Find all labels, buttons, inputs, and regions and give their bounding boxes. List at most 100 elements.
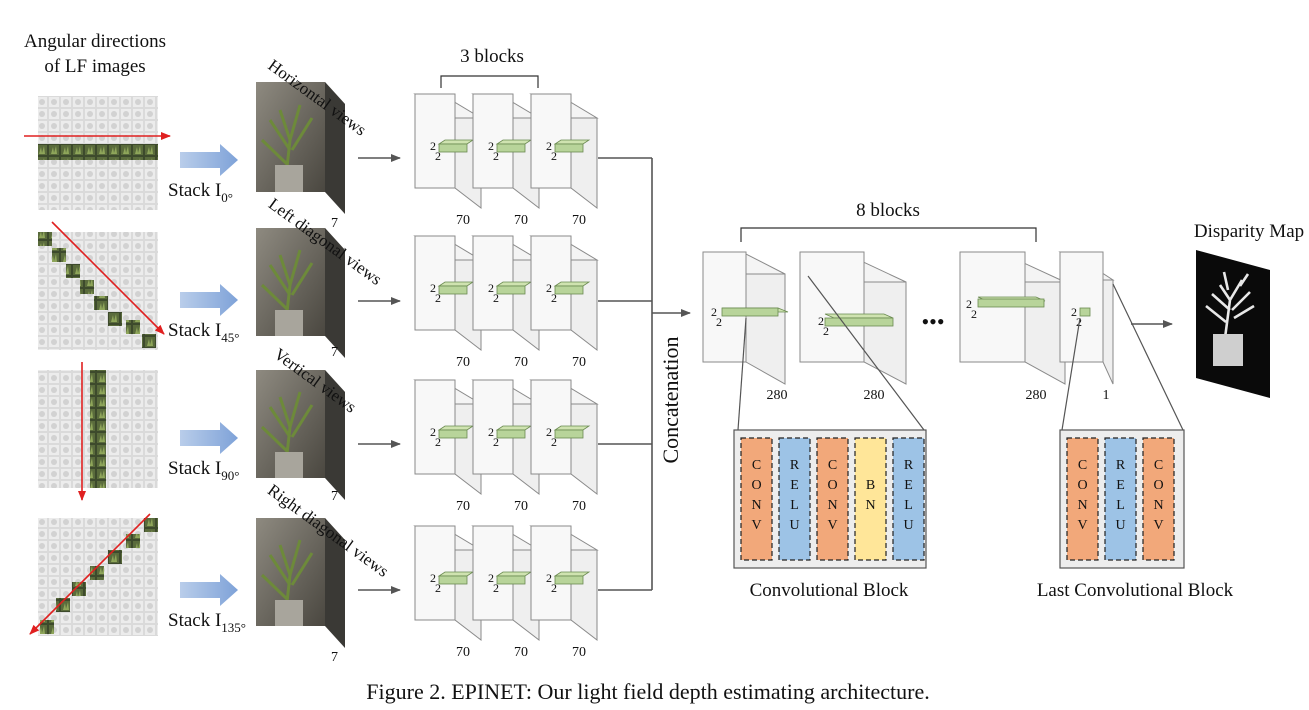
- three-blocks-label: 3 blocks: [460, 46, 524, 67]
- kernel-label: 2: [823, 324, 829, 338]
- channel-label: 70: [514, 645, 528, 660]
- layer-letter: R: [790, 458, 800, 473]
- ellipsis: •••: [921, 309, 944, 334]
- layer-letter: N: [751, 498, 761, 513]
- channel-label: 70: [572, 355, 586, 370]
- layer-letter: N: [1153, 498, 1163, 513]
- channel-label: 70: [456, 499, 470, 514]
- kernel-label: 2: [551, 149, 557, 163]
- input-stack-horizontal: [256, 82, 345, 214]
- layer-letter: C: [1154, 458, 1163, 473]
- stream-left-diagonal: Stack I45° Left diagonal views 7: [38, 194, 401, 360]
- kernel-label: 2: [430, 281, 436, 295]
- channel-label: 280: [864, 388, 885, 403]
- depth-label: 7: [331, 489, 338, 504]
- layer-letter: O: [751, 478, 761, 493]
- kernel-label: 2: [430, 571, 436, 585]
- channel-label: 70: [514, 355, 528, 370]
- merged-block-2: 2 2 280: [799, 251, 907, 403]
- stack-label-45: Stack I45°: [168, 320, 240, 345]
- conv-block-label: Convolutional Block: [750, 580, 909, 601]
- channel-label: 70: [572, 645, 586, 660]
- kernel-label: 2: [430, 425, 436, 439]
- kernel-label: 2: [546, 281, 552, 295]
- figure-caption: Figure 2. EPINET: Our light field depth …: [366, 679, 929, 704]
- layer-letter: V: [827, 518, 837, 533]
- kernel-label: 2: [546, 571, 552, 585]
- layer-letter: E: [1116, 478, 1125, 493]
- layer-letter: N: [1077, 498, 1087, 513]
- channel-label: 70: [572, 499, 586, 514]
- layer-letter: E: [790, 478, 799, 493]
- layer-letter: O: [1153, 478, 1163, 493]
- conv-feature-block: 22 70: [529, 525, 599, 660]
- layer-letter: L: [790, 498, 799, 513]
- layer-letter: O: [827, 478, 837, 493]
- kernel-label: 2: [711, 305, 717, 319]
- title-line-1: Angular directions: [24, 31, 166, 52]
- layer-letter: E: [904, 478, 913, 493]
- kernel-label: 2: [546, 425, 552, 439]
- blue-arrow-icon: [180, 574, 238, 606]
- kernel-label: 2: [493, 581, 499, 595]
- blue-arrow-icon: [180, 144, 238, 176]
- kernel-label: 2: [551, 435, 557, 449]
- kernel-label: 2: [546, 139, 552, 153]
- kernel-label: 2: [435, 435, 441, 449]
- merged-block-last: 2 2 1: [1058, 251, 1115, 403]
- layer-letter: N: [827, 498, 837, 513]
- kernel-label: 2: [818, 314, 824, 328]
- kernel-label: 2: [430, 139, 436, 153]
- kernel-label: 2: [488, 139, 494, 153]
- layer-letter: C: [1078, 458, 1087, 473]
- lf-grid-right-diagonal: [29, 513, 158, 636]
- layer-letter: V: [1077, 518, 1087, 533]
- kernel-label: 2: [971, 307, 977, 321]
- stream-right-diagonal: Stack I135° Right diagonal views 7: [29, 480, 401, 665]
- kernel-label: 2: [551, 581, 557, 595]
- layer-letter: U: [789, 518, 799, 533]
- kernel-label: 2: [488, 425, 494, 439]
- stack-label-90: Stack I90°: [168, 458, 240, 483]
- kernel-label: 2: [435, 149, 441, 163]
- conv-feature-block: 22 70: [413, 379, 483, 514]
- layer-letter: C: [828, 458, 837, 473]
- layer-letter: V: [751, 518, 761, 533]
- stream-block-columns: 2270227022702270227022702270227022702270…: [413, 93, 599, 660]
- lf-grid-left-diagonal: [38, 221, 165, 350]
- layer-bn: BN: [854, 437, 887, 561]
- channel-label: 70: [456, 645, 470, 660]
- stack-label-135: Stack I135°: [168, 610, 246, 635]
- disparity-map-image: [1196, 250, 1270, 398]
- layer-letter: C: [752, 458, 761, 473]
- disparity-map-label: Disparity Map: [1194, 221, 1304, 242]
- three-blocks-bracket: [440, 75, 539, 88]
- depth-label: 7: [331, 650, 338, 665]
- conv-feature-block: 22 70: [529, 379, 599, 514]
- layer-letter: L: [1116, 498, 1125, 513]
- input-stack-vertical: [256, 370, 345, 500]
- zoom-lines: [737, 275, 1184, 431]
- channel-label: 70: [456, 355, 470, 370]
- last-conv-block-label: Last Convolutional Block: [1037, 580, 1234, 601]
- lf-grid-horizontal: [24, 96, 171, 210]
- channel-label: 280: [767, 388, 788, 403]
- channel-label: 70: [514, 499, 528, 514]
